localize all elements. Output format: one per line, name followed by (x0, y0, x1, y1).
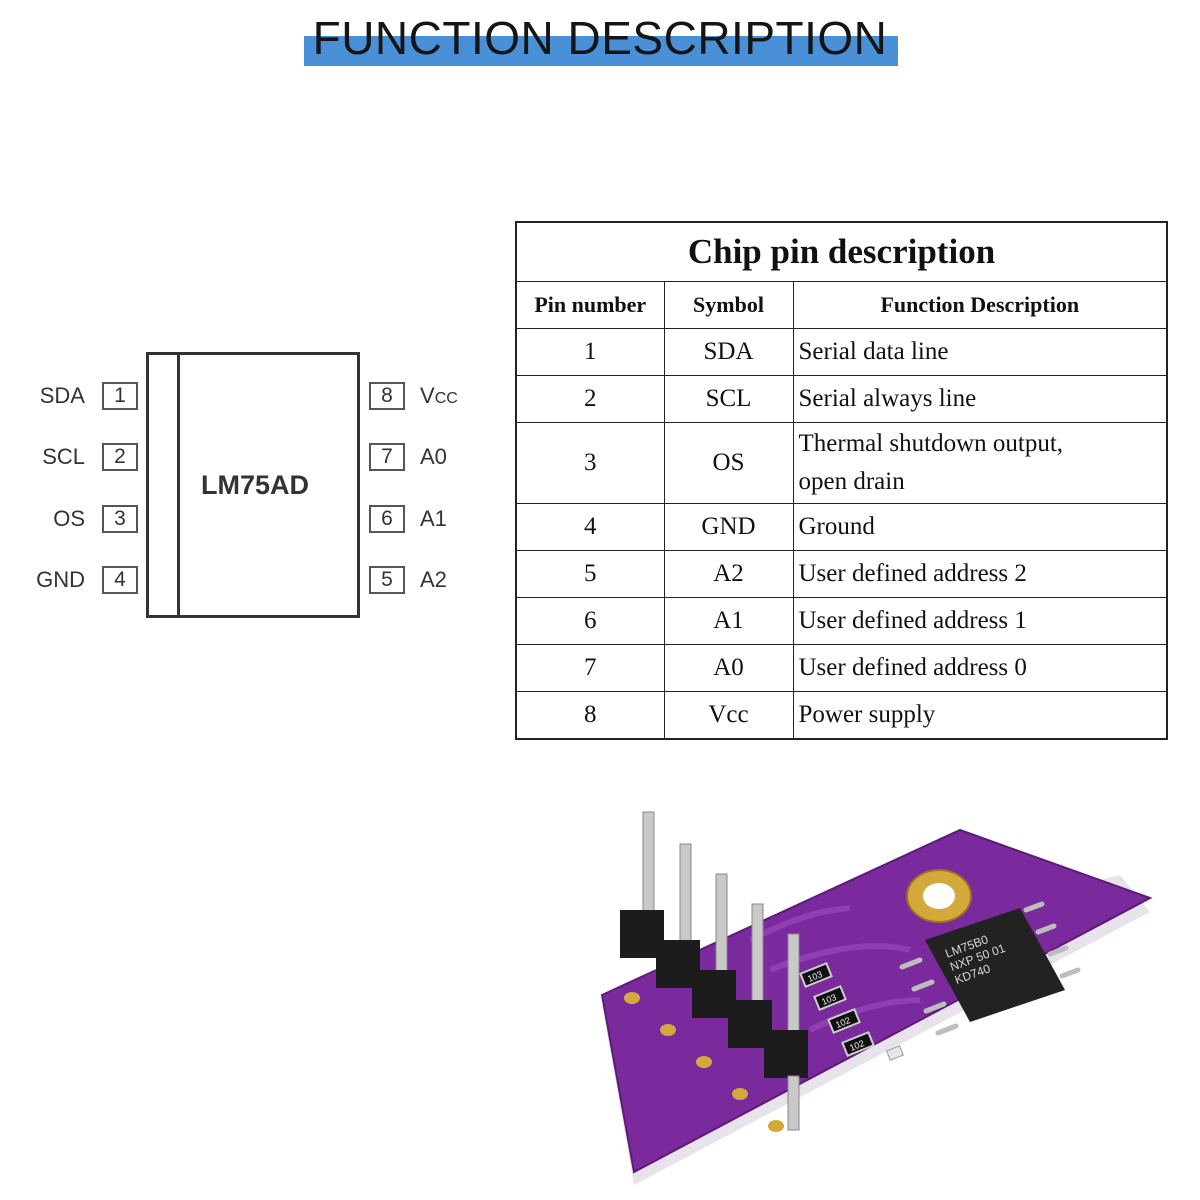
table-row: 8 Vcc Power supply (515, 691, 1168, 740)
symbol-cell: A2 (663, 550, 794, 598)
column-header-function: Function Description (792, 281, 1168, 329)
pin-number-box: 7 (369, 443, 405, 471)
ic-chip: LM75B0 NXP 50 01 KD740 (899, 901, 1081, 1036)
table-row: 2 SCL Serial always line (515, 375, 1168, 423)
function-cell: User defined address 0 (792, 644, 1168, 692)
pin-number-box: 2 (102, 443, 138, 471)
pin-number-cell: 2 (515, 375, 665, 423)
table-row: 3 OS Thermal shutdown output, open drain (515, 422, 1168, 504)
pin-number-box: 5 (369, 566, 405, 594)
symbol-cell: GND (663, 503, 794, 551)
pin-number-box: 3 (102, 505, 138, 533)
ic-chip-leads (899, 901, 1081, 1036)
table-row: 6 A1 User defined address 1 (515, 597, 1168, 645)
table-row: 7 A0 User defined address 0 (515, 644, 1168, 692)
pin-header (620, 811, 808, 1132)
pin-number-box: 1 (102, 382, 138, 410)
pin-label-left: GND (36, 567, 85, 592)
page-title: FUNCTION DESCRIPTION (312, 12, 888, 64)
column-header-pin-number: Pin number (515, 281, 665, 329)
function-cell: User defined address 2 (792, 550, 1168, 598)
smd-resistors: 103 103 102 102 (799, 961, 875, 1058)
pin-number-box: 4 (102, 566, 138, 594)
chip-body (146, 352, 360, 618)
pin-number-cell: 8 (515, 691, 665, 740)
symbol-cell: SCL (663, 375, 794, 423)
column-header-symbol: Symbol (663, 281, 794, 329)
function-cell: Serial data line (792, 328, 1168, 376)
symbol-cell: A1 (663, 597, 794, 645)
pin-number-cell: 3 (515, 422, 665, 504)
symbol-cell: OS (663, 422, 794, 504)
pin-label-left: SDA (39, 383, 85, 408)
pin-number-cell: 4 (515, 503, 665, 551)
pin-label-main: V (420, 383, 435, 408)
chip-pin1-stripe (177, 352, 180, 618)
pin-number-box: 6 (369, 505, 405, 533)
pin-description-table: Chip pin description Pin number Symbol F… (515, 221, 1168, 740)
function-cell: Serial always line (792, 375, 1168, 423)
pin-number-cell: 5 (515, 550, 665, 598)
pin-label-right: VCC (420, 382, 490, 413)
ic-chip-body (925, 908, 1065, 1022)
sensor-board-photo: LM75B0 NXP 50 01 KD740 103 103 102 102 O… (600, 811, 1153, 1185)
pin-number-cell: 6 (515, 597, 665, 645)
table-row: 4 GND Ground (515, 503, 1168, 551)
function-cell: User defined address 1 (792, 597, 1168, 645)
pin-label-right: A1 (420, 506, 447, 531)
status-led (885, 1045, 905, 1061)
pin-label-right: A2 (420, 567, 447, 592)
header-pin (764, 933, 808, 1132)
header-band (304, 36, 898, 66)
function-cell: Power supply (792, 691, 1168, 740)
symbol-cell: A0 (663, 644, 794, 692)
table-row: 1 SDA Serial data line (515, 328, 1168, 376)
pin-number-cell: 1 (515, 328, 665, 376)
function-cell: Ground (792, 503, 1168, 551)
pin-label-left: OS (53, 506, 85, 531)
symbol-cell: Vcc (663, 691, 794, 740)
function-cell: Thermal shutdown output, open drain (792, 422, 1168, 504)
function-line: Thermal shutdown output, (798, 430, 1064, 457)
pin-label-sub: CC (434, 390, 458, 407)
symbol-cell: SDA (663, 328, 794, 376)
pin-label-right: A0 (420, 444, 447, 469)
table-title: Chip pin description (515, 221, 1168, 282)
chip-name: LM75AD (200, 470, 309, 500)
function-line: open drain (798, 468, 905, 495)
pin-number-box: 8 (369, 382, 405, 410)
pin-number-cell: 7 (515, 644, 665, 692)
pin-label-left: SCL (42, 444, 85, 469)
silkscreen-label: OS (801, 1098, 843, 1136)
table-row: 5 A2 User defined address 2 (515, 550, 1168, 598)
mounting-hole-center (923, 883, 955, 909)
